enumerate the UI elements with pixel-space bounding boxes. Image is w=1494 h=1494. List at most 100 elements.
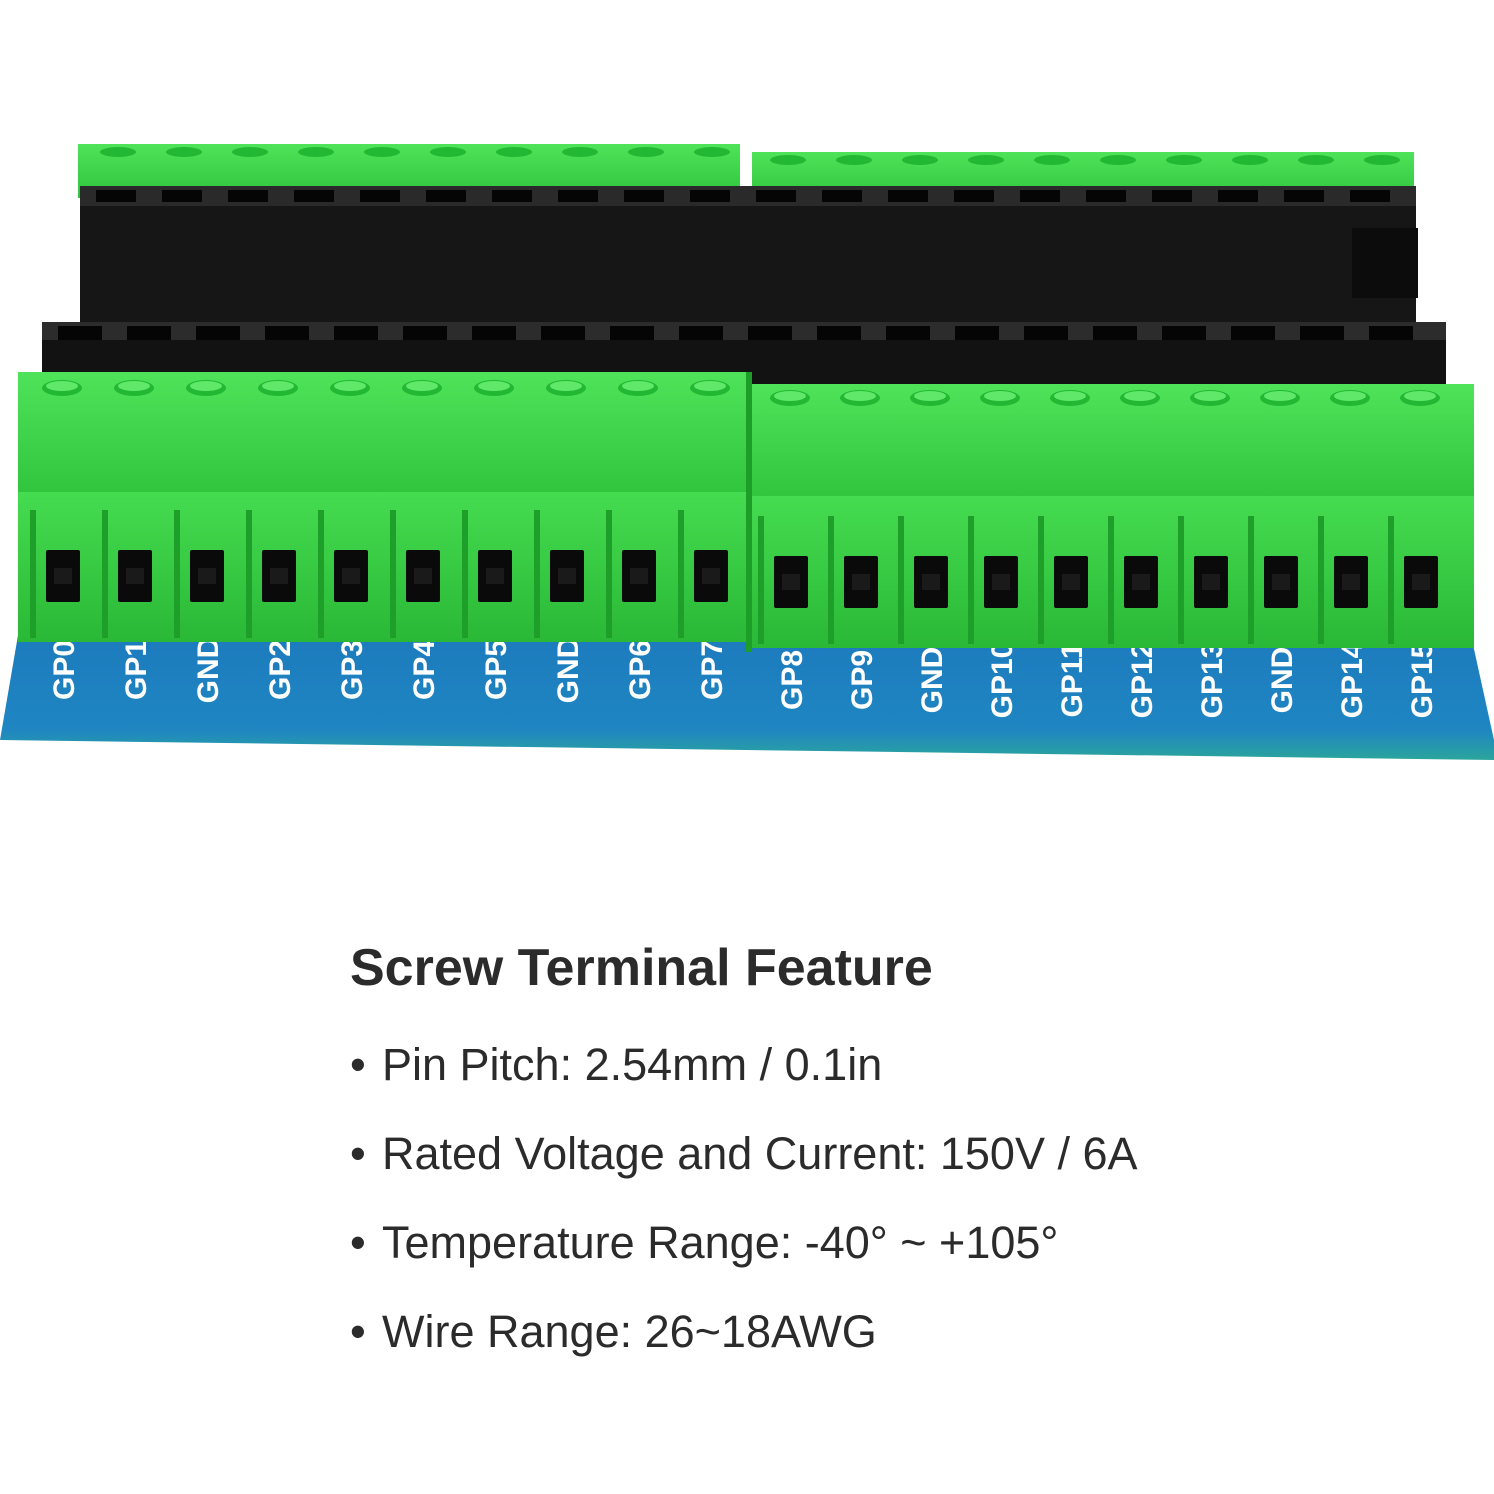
screw-hole: [968, 155, 1004, 165]
header-socket: [196, 326, 240, 340]
screw-head: [694, 381, 726, 391]
screw-hole: [694, 147, 730, 157]
pin-label: GND: [1266, 647, 1299, 714]
pin-label: GP8: [776, 650, 809, 710]
feature-item-text: Temperature Range: -40° ~ +105°: [382, 1217, 1059, 1268]
terminal-divider: [758, 516, 764, 644]
screw-head: [478, 381, 510, 391]
wire-clamp: [1272, 574, 1290, 590]
bullet-dot: •: [350, 1306, 366, 1357]
screw-hole: [1034, 155, 1070, 165]
screw-head: [262, 381, 294, 391]
header-socket: [610, 326, 654, 340]
feature-item-text: Rated Voltage and Current: 150V / 6A: [382, 1128, 1138, 1179]
header-socket: [1162, 326, 1206, 340]
terminal-divider: [318, 510, 324, 638]
screw-head: [622, 381, 654, 391]
pin-label: GP14: [1336, 641, 1369, 718]
header-socket: [472, 326, 516, 340]
pin-label: GP6: [624, 640, 657, 700]
header-socket: [127, 326, 171, 340]
header-socket: [1152, 190, 1192, 202]
terminal-divider: [462, 510, 468, 638]
wire-clamp: [414, 568, 432, 584]
bullet-dot: •: [350, 1039, 366, 1090]
header-socket: [624, 190, 664, 202]
pin-label: GND: [916, 647, 949, 714]
header-socket: [756, 190, 796, 202]
terminal-divider: [1388, 516, 1394, 644]
screw-hole: [496, 147, 532, 157]
pin-label: GP15: [1406, 642, 1439, 719]
wire-clamp: [1342, 574, 1360, 590]
screw-hole: [1232, 155, 1268, 165]
terminal-divider: [534, 510, 540, 638]
wire-clamp: [198, 568, 216, 584]
terminal-divider: [678, 510, 684, 638]
terminal-divider: [968, 516, 974, 644]
screw-head: [914, 391, 946, 401]
terminal-divider: [390, 510, 396, 638]
wire-clamp: [782, 574, 800, 590]
screw-head: [46, 381, 78, 391]
screw-hole: [628, 147, 664, 157]
wire-clamp: [852, 574, 870, 590]
screw-hole: [902, 155, 938, 165]
wire-clamp: [486, 568, 504, 584]
screw-head: [550, 381, 582, 391]
header-socket: [492, 190, 532, 202]
terminal-divider: [898, 516, 904, 644]
screw-head: [774, 391, 806, 401]
header-socket: [955, 326, 999, 340]
terminal-divider: [1318, 516, 1324, 644]
header-socket: [1231, 326, 1275, 340]
screw-head: [1334, 391, 1366, 401]
terminal-divider: [1248, 516, 1254, 644]
header-socket: [360, 190, 400, 202]
screw-hole: [1166, 155, 1202, 165]
header-socket: [748, 326, 792, 340]
screw-hole: [1100, 155, 1136, 165]
screw-head: [984, 391, 1016, 401]
header-socket: [1350, 190, 1390, 202]
pin-label: GP10: [986, 642, 1019, 719]
header-socket: [265, 326, 309, 340]
header-socket: [822, 190, 862, 202]
screw-hole: [166, 147, 202, 157]
wire-clamp: [558, 568, 576, 584]
header-socket: [403, 326, 447, 340]
screw-head: [1264, 391, 1296, 401]
screw-head: [1124, 391, 1156, 401]
feature-item-wire-range: • Wire Range: 26~18AWG: [350, 1306, 1450, 1358]
feature-title: Screw Terminal Feature: [350, 939, 933, 997]
header-socket: [426, 190, 466, 202]
wire-clamp: [270, 568, 288, 584]
screw-hole: [100, 147, 136, 157]
pin-label: GND: [552, 637, 585, 704]
screw-head: [1404, 391, 1436, 401]
pin-label: GND: [192, 637, 225, 704]
header-socket: [1369, 326, 1413, 340]
screw-hole: [1298, 155, 1334, 165]
terminal-divider: [1108, 516, 1114, 644]
wire-clamp: [1062, 574, 1080, 590]
feature-item-text: Pin Pitch: 2.54mm / 0.1in: [382, 1039, 883, 1090]
pin-label: GP1: [120, 640, 153, 700]
wire-clamp: [1202, 574, 1220, 590]
header-socket: [228, 190, 268, 202]
wire-clamp: [1412, 574, 1430, 590]
back-pin-header: [80, 186, 1418, 340]
wire-clamp: [1132, 574, 1150, 590]
pin-label: GP11: [1056, 642, 1089, 717]
header-socket: [1218, 190, 1258, 202]
bullet-dot: •: [350, 1128, 366, 1179]
pin-label: GP5: [480, 640, 513, 700]
header-socket: [96, 190, 136, 202]
feature-item-text: Wire Range: 26~18AWG: [382, 1306, 877, 1357]
back-terminal-blocks: [78, 144, 1414, 200]
terminal-divider: [606, 510, 612, 638]
pin-label: GP2: [264, 640, 297, 700]
feature-item-pin-pitch: • Pin Pitch: 2.54mm / 0.1in: [350, 1039, 1450, 1091]
header-socket: [1300, 326, 1344, 340]
